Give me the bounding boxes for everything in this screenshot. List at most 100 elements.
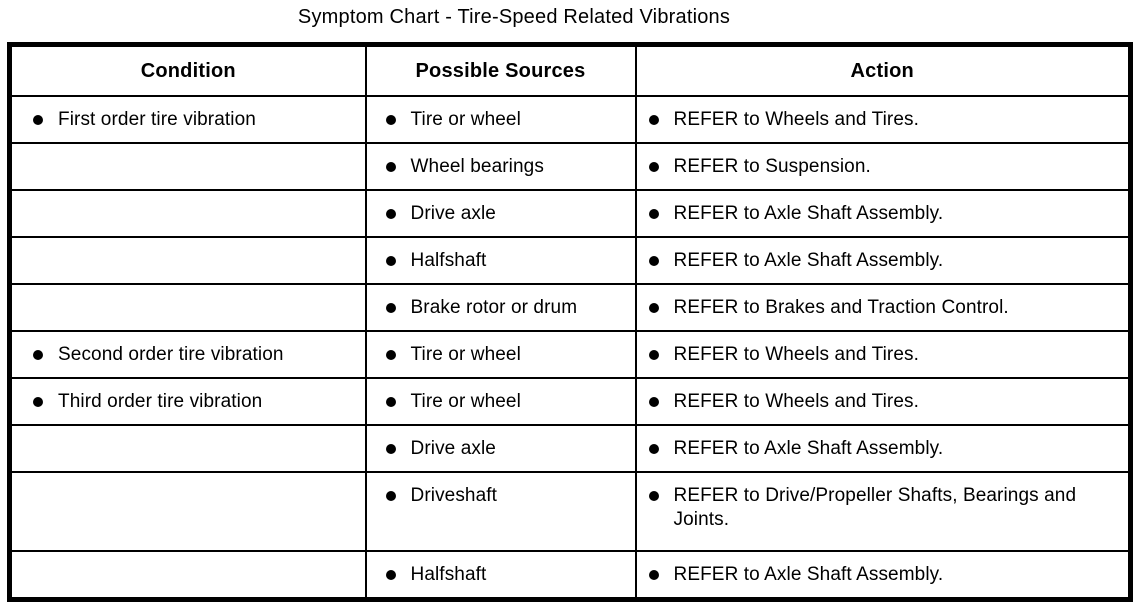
source-text: Drive axle — [410, 203, 496, 224]
possible-source-cell: Driveshaft — [364, 471, 637, 552]
source-content: Drive axle — [367, 426, 635, 471]
action-text: REFER to Axle Shaft Assembly. — [673, 438, 944, 459]
bullet-icon — [385, 444, 396, 454]
condition-cell — [8, 236, 367, 285]
table-row: Halfshaft REFER to Axle Shaft Assembly. — [8, 236, 1132, 285]
action-text: REFER to Axle Shaft Assembly. — [673, 203, 944, 224]
condition-cell: Third order tire vibration — [8, 377, 367, 426]
source-content: Tire or wheel — [367, 332, 635, 377]
table-row: Halfshaft REFER to Axle Shaft Assembly. — [8, 550, 1132, 601]
action-content: REFER to Wheels and Tires. — [637, 379, 1129, 424]
possible-source-cell: Tire or wheel — [364, 95, 637, 144]
action-cell: REFER to Axle Shaft Assembly. — [634, 236, 1132, 285]
column-header-possible-sources: Possible Sources — [364, 43, 637, 97]
source-text: Brake rotor or drum — [410, 297, 578, 318]
bullet-icon — [33, 115, 43, 125]
action-cell: REFER to Drive/Propeller Shafts, Bearing… — [634, 471, 1132, 552]
table-row: Drive axle REFER to Axle Shaft Assembly. — [8, 189, 1132, 238]
action-cell: REFER to Suspension. — [634, 142, 1132, 191]
source-text: Driveshaft — [410, 485, 498, 506]
table-row: Wheel bearings REFER to Suspension. — [8, 142, 1132, 191]
bullet-icon — [648, 444, 659, 454]
bullet-icon — [385, 491, 396, 501]
possible-source-cell: Drive axle — [364, 189, 637, 238]
condition-cell — [8, 283, 367, 332]
action-cell: REFER to Axle Shaft Assembly. — [634, 550, 1132, 601]
condition-content: Second order tire vibration — [12, 332, 365, 377]
column-header-condition: Condition — [8, 43, 367, 97]
action-content: REFER to Wheels and Tires. — [637, 332, 1129, 377]
bullet-icon — [33, 350, 43, 360]
action-content: REFER to Brakes and Traction Control. — [637, 285, 1129, 330]
bullet-icon — [648, 209, 659, 219]
condition-content: First order tire vibration — [12, 97, 365, 142]
source-content: Wheel bearings — [367, 144, 635, 189]
column-header-action: Action — [634, 43, 1132, 97]
action-content: REFER to Suspension. — [637, 144, 1129, 189]
condition-cell: First order tire vibration — [8, 95, 367, 144]
action-text: REFER to Wheels and Tires. — [673, 344, 919, 365]
action-text: REFER to Drive/Propeller Shafts, Bearing… — [673, 485, 1077, 530]
action-text: REFER to Axle Shaft Assembly. — [673, 564, 944, 585]
action-cell: REFER to Brakes and Traction Control. — [634, 283, 1132, 332]
condition-text: Third order tire vibration — [58, 391, 263, 412]
bullet-icon — [648, 115, 659, 125]
bullet-icon — [385, 256, 396, 266]
condition-cell — [8, 471, 367, 552]
source-text: Wheel bearings — [410, 156, 544, 177]
bullet-icon — [385, 570, 396, 580]
bullet-icon — [385, 397, 396, 407]
action-cell: REFER to Axle Shaft Assembly. — [634, 424, 1132, 473]
action-cell: REFER to Wheels and Tires. — [634, 330, 1132, 379]
source-content: Halfshaft — [367, 238, 635, 283]
bullet-icon — [648, 303, 659, 313]
table-row: Second order tire vibration Tire or wheel… — [8, 330, 1132, 379]
bullet-icon — [648, 491, 659, 501]
condition-cell: Second order tire vibration — [8, 330, 367, 379]
action-text: REFER to Axle Shaft Assembly. — [673, 250, 944, 271]
action-cell: REFER to Wheels and Tires. — [634, 95, 1132, 144]
table-row: Driveshaft REFER to Drive/Propeller Shaft… — [8, 471, 1132, 552]
source-content: Drive axle — [367, 191, 635, 236]
bullet-icon — [648, 256, 659, 266]
condition-cell — [8, 189, 367, 238]
possible-source-cell: Brake rotor or drum — [364, 283, 637, 332]
table-row: First order tire vibration Tire or wheel R… — [8, 95, 1132, 144]
condition-text: First order tire vibration — [58, 109, 256, 130]
action-content: REFER to Axle Shaft Assembly. — [637, 552, 1129, 597]
condition-text: Second order tire vibration — [58, 344, 284, 365]
source-text: Drive axle — [410, 438, 496, 459]
possible-source-cell: Drive axle — [364, 424, 637, 473]
table-row: Brake rotor or drum REFER to Brakes and T… — [8, 283, 1132, 332]
action-cell: REFER to Axle Shaft Assembly. — [634, 189, 1132, 238]
action-text: REFER to Suspension. — [673, 156, 871, 177]
action-content: REFER to Wheels and Tires. — [637, 97, 1129, 142]
possible-source-cell: Wheel bearings — [364, 142, 637, 191]
symptom-table: Condition Possible Sources Action First … — [7, 42, 1133, 602]
source-text: Tire or wheel — [410, 391, 521, 412]
source-text: Tire or wheel — [410, 109, 521, 130]
condition-cell — [8, 550, 367, 601]
page-title: Symptom Chart - Tire-Speed Related Vibra… — [297, 6, 731, 28]
possible-source-cell: Tire or wheel — [364, 377, 637, 426]
bullet-icon — [385, 209, 396, 219]
action-content: REFER to Drive/Propeller Shafts, Bearing… — [637, 473, 1129, 542]
action-text: REFER to Wheels and Tires. — [673, 109, 919, 130]
source-content: Driveshaft — [367, 473, 635, 518]
table-header-row: Condition Possible Sources Action — [8, 43, 1132, 97]
condition-cell — [8, 424, 367, 473]
bullet-icon — [648, 162, 659, 172]
bullet-icon — [33, 397, 43, 407]
bullet-icon — [385, 115, 396, 125]
source-content: Halfshaft — [367, 552, 635, 597]
source-text: Halfshaft — [410, 250, 487, 271]
action-text: REFER to Brakes and Traction Control. — [673, 297, 1009, 318]
bullet-icon — [648, 397, 659, 407]
source-content: Tire or wheel — [367, 379, 635, 424]
bullet-icon — [648, 570, 659, 580]
bullet-icon — [385, 162, 396, 172]
bullet-icon — [385, 350, 396, 360]
bullet-icon — [648, 350, 659, 360]
